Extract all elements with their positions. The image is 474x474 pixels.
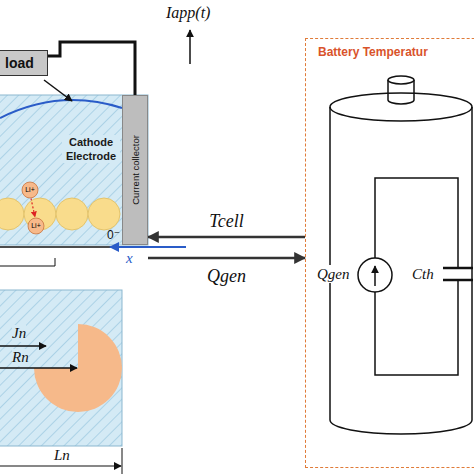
electrode-panel: Cathode Electrode Current collector: [0, 95, 148, 245]
pointer-arrow: [44, 80, 72, 101]
electrode-region: [0, 95, 148, 245]
node-text: Cathode Electrode: [62, 135, 120, 163]
node-text: load: [5, 55, 34, 71]
ion-path: [31, 199, 35, 218]
load-wire: [48, 42, 135, 95]
node-text: Battery Temperatur: [318, 45, 428, 59]
heat-source-label: Qgen: [316, 265, 351, 283]
length-label: Ln: [54, 447, 70, 464]
particles: [0, 198, 120, 230]
length-dimension: [0, 465, 121, 466]
current-label: Iapp(t): [166, 4, 210, 22]
node-text: Current collector: [130, 135, 141, 205]
axis-line: [0, 246, 112, 248]
x-axis-arrow: [110, 246, 186, 248]
concentration-curve: [0, 100, 122, 118]
radius-label: Rn: [12, 349, 29, 366]
edge-label: Tcell: [209, 211, 243, 231]
dimension-tick: [122, 448, 123, 474]
dimension-tick: [0, 258, 55, 266]
temperature-arrow: [148, 236, 305, 239]
axis-label: x: [126, 250, 133, 267]
particle-domain: [0, 290, 122, 446]
load-box: load: [0, 50, 48, 76]
current-arrow: [189, 30, 191, 64]
flux-label: Jn: [12, 325, 26, 342]
ion-label: Li+: [26, 221, 46, 231]
temperature-model-box: Battery Temperatur: [305, 38, 474, 468]
ion-label: Li+: [20, 185, 40, 195]
flux-arrow: [0, 345, 46, 347]
origin-label: 0⁻: [107, 229, 120, 242]
heat-arrow: [148, 257, 305, 260]
capacitance-label: Cth: [412, 265, 434, 283]
radius-arrow: [0, 367, 77, 369]
thermal-circuit: [358, 178, 473, 375]
cylinder-cell: [330, 76, 472, 434]
edge-label: Qgen: [207, 266, 246, 286]
current-collector: Current collector: [122, 95, 148, 245]
